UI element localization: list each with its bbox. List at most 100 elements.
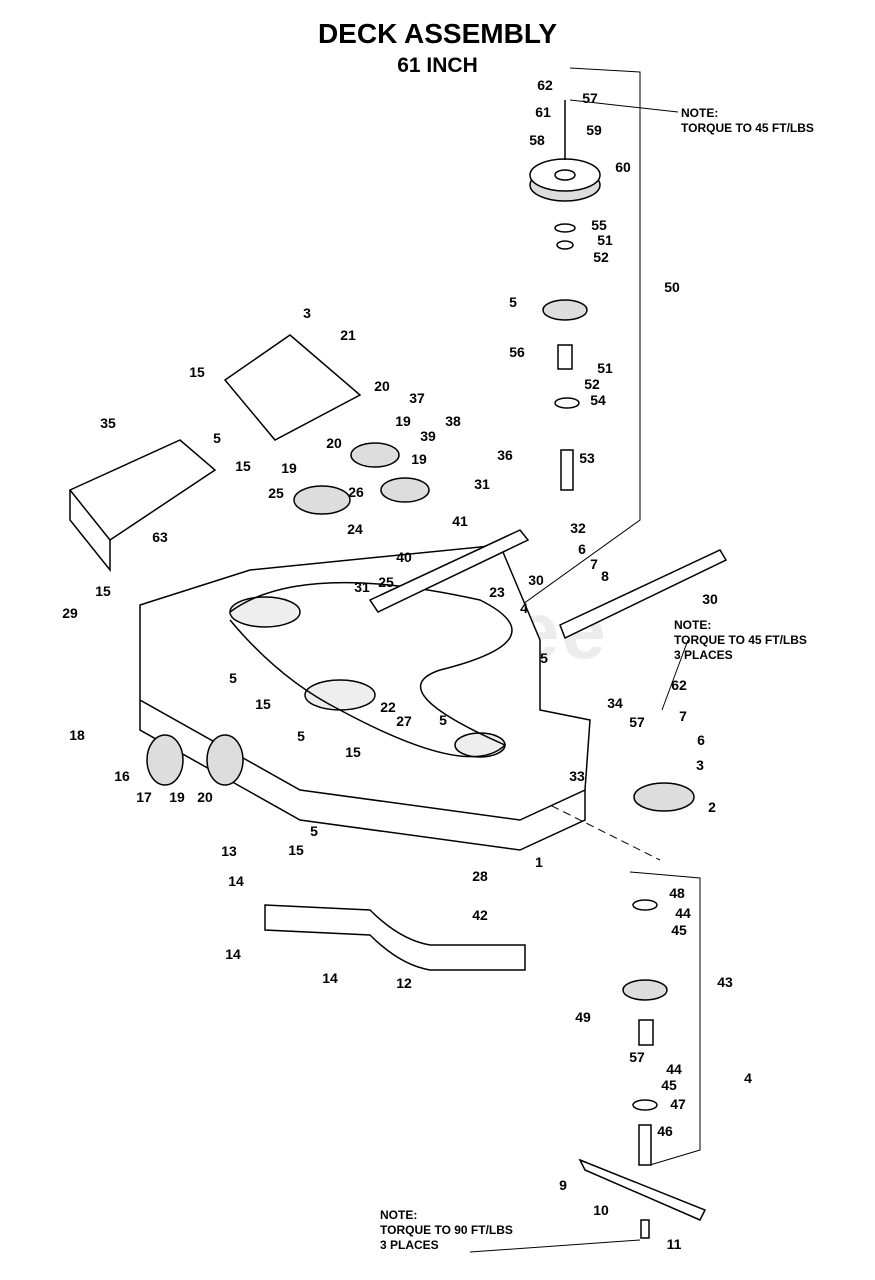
part-number-label: 51 bbox=[597, 360, 613, 376]
part-number-label: 24 bbox=[347, 521, 363, 537]
part-number-label: 3 bbox=[303, 305, 311, 321]
part-number-label: 14 bbox=[322, 970, 338, 986]
part-number-label: 60 bbox=[615, 159, 631, 175]
note-line: TORQUE TO 45 FT/LBS bbox=[674, 633, 807, 647]
part-number-label: 14 bbox=[228, 873, 244, 889]
part-number-label: 14 bbox=[225, 946, 241, 962]
note-line: TORQUE TO 90 FT/LBS bbox=[380, 1223, 513, 1237]
part-number-label: 32 bbox=[570, 520, 586, 536]
part-number-label: 2 bbox=[708, 799, 716, 815]
part-number-label: 54 bbox=[590, 392, 606, 408]
part-number-label: 26 bbox=[348, 484, 364, 500]
part-number-label: 44 bbox=[666, 1061, 682, 1077]
part-number-label: 13 bbox=[221, 843, 237, 859]
part-number-label: 34 bbox=[607, 695, 623, 711]
part-number-label: 48 bbox=[669, 885, 685, 901]
part-number-label: 15 bbox=[235, 458, 251, 474]
note-line: 3 PLACES bbox=[380, 1238, 439, 1252]
part-number-label: 20 bbox=[326, 435, 342, 451]
part-number-label: 44 bbox=[675, 905, 691, 921]
part-number-label: 56 bbox=[509, 344, 525, 360]
part-number-label: 62 bbox=[537, 77, 553, 93]
part-number-label: 49 bbox=[575, 1009, 591, 1025]
part-number-label: 10 bbox=[593, 1202, 609, 1218]
wheels bbox=[146, 734, 244, 786]
arms bbox=[368, 529, 728, 640]
part-number-label: 38 bbox=[445, 413, 461, 429]
part-number-label: 62 bbox=[671, 677, 687, 693]
torque-note-bottom: NOTE: TORQUE TO 90 FT/LBS 3 PLACES bbox=[380, 1208, 513, 1253]
part-number-label: 25 bbox=[268, 485, 284, 501]
part-number-label: 63 bbox=[152, 529, 168, 545]
part-number-label: 6 bbox=[578, 541, 586, 557]
part-number-label: 43 bbox=[717, 974, 733, 990]
part-number-label: 45 bbox=[661, 1077, 677, 1093]
part-number-label: 52 bbox=[593, 249, 609, 265]
part-number-label: 17 bbox=[136, 789, 152, 805]
belt-pulleys bbox=[229, 442, 695, 812]
part-number-label: 58 bbox=[529, 132, 545, 148]
part-number-label: 33 bbox=[569, 768, 585, 784]
diagram-subtitle: 61 INCH bbox=[397, 54, 478, 77]
part-number-label: 25 bbox=[378, 574, 394, 590]
torque-note-middle: NOTE: TORQUE TO 45 FT/LBS 3 PLACES bbox=[674, 618, 807, 663]
part-number-label: 22 bbox=[380, 699, 396, 715]
part-number-label: 21 bbox=[340, 327, 356, 343]
part-number-label: 15 bbox=[255, 696, 271, 712]
part-number-label: 31 bbox=[474, 476, 490, 492]
part-number-label: 5 bbox=[229, 670, 237, 686]
part-number-label: 5 bbox=[213, 430, 221, 446]
note-line: TORQUE TO 45 FT/LBS bbox=[681, 121, 814, 135]
part-number-label: 47 bbox=[670, 1096, 686, 1112]
part-number-label: 41 bbox=[452, 513, 468, 529]
part-number-label: 15 bbox=[345, 744, 361, 760]
part-number-label: 3 bbox=[696, 757, 704, 773]
part-number-label: 27 bbox=[396, 713, 412, 729]
part-number-label: 7 bbox=[679, 708, 687, 724]
bottom-shield bbox=[264, 904, 526, 971]
part-number-label: 16 bbox=[114, 768, 130, 784]
part-number-label: 61 bbox=[535, 104, 551, 120]
part-number-label: 53 bbox=[579, 450, 595, 466]
part-number-label: 5 bbox=[439, 712, 447, 728]
part-number-label: 52 bbox=[584, 376, 600, 392]
part-number-label: 57 bbox=[629, 1049, 645, 1065]
part-number-label: 40 bbox=[396, 549, 412, 565]
part-number-label: 57 bbox=[582, 90, 598, 106]
frame-lines bbox=[444, 67, 701, 1166]
part-number-label: 8 bbox=[601, 568, 609, 584]
part-number-label: 18 bbox=[69, 727, 85, 743]
torque-note-top: NOTE: TORQUE TO 45 FT/LBS bbox=[681, 106, 814, 136]
covers bbox=[68, 334, 362, 573]
part-number-label: 9 bbox=[559, 1177, 567, 1193]
part-number-label: 7 bbox=[590, 556, 598, 572]
part-number-label: 30 bbox=[702, 591, 718, 607]
part-number-label: 45 bbox=[671, 922, 687, 938]
part-number-label: 15 bbox=[288, 842, 304, 858]
part-number-label: 51 bbox=[597, 232, 613, 248]
part-number-label: 5 bbox=[310, 823, 318, 839]
spindle-bottom bbox=[578, 899, 707, 1239]
part-number-label: 37 bbox=[409, 390, 425, 406]
note-heading: NOTE: bbox=[380, 1208, 418, 1222]
part-number-label: 1 bbox=[535, 854, 543, 870]
part-number-label: 28 bbox=[472, 868, 488, 884]
part-number-label: 50 bbox=[664, 279, 680, 295]
part-number-label: 19 bbox=[411, 451, 427, 467]
part-number-label: 36 bbox=[497, 447, 513, 463]
part-number-label: 42 bbox=[472, 907, 488, 923]
note-line: 3 PLACES bbox=[674, 648, 733, 662]
part-number-label: 20 bbox=[374, 378, 390, 394]
part-number-label: 35 bbox=[100, 415, 116, 431]
part-number-label: 6 bbox=[697, 732, 705, 748]
part-number-label: 4 bbox=[744, 1070, 752, 1086]
part-number-label: 20 bbox=[197, 789, 213, 805]
part-number-label: 4 bbox=[520, 600, 528, 616]
note-heading: NOTE: bbox=[681, 106, 719, 120]
part-number-label: 11 bbox=[666, 1236, 682, 1252]
part-number-label: 5 bbox=[297, 728, 305, 744]
part-number-label: 59 bbox=[586, 122, 602, 138]
part-number-label: 55 bbox=[591, 217, 607, 233]
